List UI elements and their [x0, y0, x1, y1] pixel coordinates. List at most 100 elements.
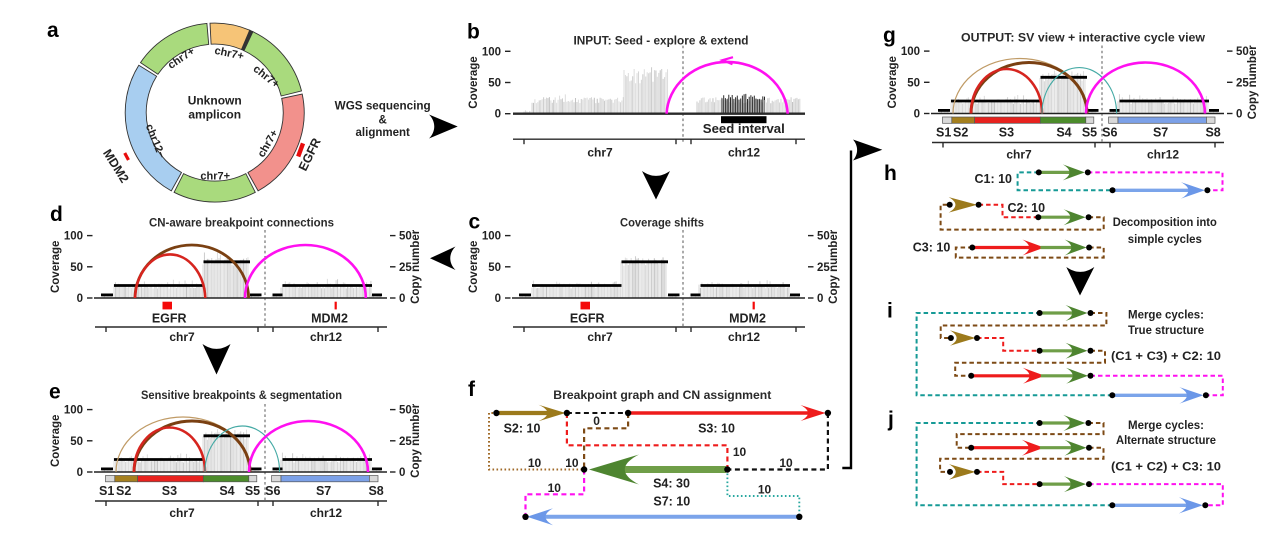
- svg-text:25: 25: [399, 262, 412, 274]
- svg-text:10: 10: [733, 445, 747, 459]
- svg-text:Copy number: Copy number: [410, 403, 422, 478]
- svg-text:10: 10: [565, 456, 579, 470]
- svg-text:S5: S5: [245, 484, 260, 498]
- svg-text:50: 50: [399, 405, 412, 417]
- svg-text:MDM2: MDM2: [729, 312, 766, 326]
- svg-text:0: 0: [399, 467, 405, 479]
- svg-text:S6: S6: [1102, 126, 1117, 140]
- svg-text:Copy number: Copy number: [410, 229, 422, 304]
- svg-text:EGFR: EGFR: [152, 312, 187, 326]
- svg-text:S4: S4: [1056, 126, 1071, 140]
- svg-text:OUTPUT: SV view + interactive: OUTPUT: SV view + interactive cycle view: [961, 33, 1205, 45]
- svg-text:S4: 30: S4: 30: [653, 477, 690, 491]
- svg-text:&: &: [379, 115, 387, 127]
- svg-text:S4: S4: [219, 484, 234, 498]
- svg-text:chr12: chr12: [728, 146, 760, 160]
- svg-text:chr7: chr7: [169, 506, 195, 520]
- svg-text:simple cycles: simple cycles: [1128, 232, 1202, 246]
- svg-text:c: c: [469, 211, 481, 234]
- svg-text:0: 0: [593, 414, 600, 428]
- svg-text:S8: S8: [368, 484, 383, 498]
- svg-text:0: 0: [77, 467, 83, 479]
- svg-text:Merge cycles:: Merge cycles:: [1128, 308, 1204, 322]
- svg-text:S8: S8: [1205, 126, 1220, 140]
- svg-text:EGFR: EGFR: [570, 312, 605, 326]
- svg-text:100: 100: [64, 405, 83, 417]
- svg-text:S7: S7: [1153, 126, 1168, 140]
- svg-text:50: 50: [70, 262, 83, 274]
- svg-text:Decomposition into: Decomposition into: [1113, 215, 1217, 229]
- svg-text:50: 50: [817, 231, 830, 243]
- svg-text:e: e: [49, 381, 61, 404]
- svg-text:10: 10: [758, 483, 772, 497]
- svg-text:amplicon: amplicon: [188, 108, 241, 122]
- svg-text:C2: 10: C2: 10: [1008, 201, 1046, 215]
- svg-text:S2: S2: [953, 126, 968, 140]
- svg-text:S2: 10: S2: 10: [504, 422, 541, 436]
- svg-text:(C1 + C3) + C2: 10: (C1 + C3) + C2: 10: [1111, 349, 1221, 363]
- svg-text:0: 0: [77, 293, 83, 305]
- svg-text:50: 50: [488, 78, 501, 90]
- svg-text:Coverage: Coverage: [50, 241, 62, 293]
- svg-text:chr7: chr7: [587, 146, 613, 160]
- svg-text:Breakpoint graph and CN assign: Breakpoint graph and CN assignment: [553, 390, 771, 402]
- svg-text:S5: S5: [1082, 126, 1097, 140]
- svg-text:chr12: chr12: [310, 506, 342, 520]
- svg-text:Coverage: Coverage: [50, 415, 62, 467]
- svg-text:alignment: alignment: [356, 127, 410, 139]
- svg-text:Coverage: Coverage: [887, 56, 899, 108]
- svg-text:50: 50: [907, 77, 920, 89]
- svg-text:Copy number: Copy number: [828, 229, 840, 304]
- svg-text:100: 100: [901, 46, 920, 58]
- svg-text:WGS sequencing: WGS sequencing: [335, 101, 431, 113]
- svg-text:0: 0: [1236, 109, 1242, 121]
- svg-text:Coverage: Coverage: [468, 56, 480, 108]
- svg-text:Merge cycles:: Merge cycles:: [1128, 418, 1204, 432]
- svg-text:Alternate structure: Alternate structure: [1116, 433, 1216, 447]
- svg-text:0: 0: [495, 293, 501, 305]
- svg-text:chr12: chr12: [728, 330, 760, 344]
- svg-text:50: 50: [70, 436, 83, 448]
- svg-text:S2: S2: [116, 484, 131, 498]
- svg-text:h: h: [884, 162, 897, 185]
- svg-text:50: 50: [399, 231, 412, 243]
- svg-text:CN-aware breakpoint connection: CN-aware breakpoint connections: [149, 218, 334, 230]
- svg-text:100: 100: [64, 231, 83, 243]
- svg-text:j: j: [887, 408, 894, 431]
- svg-text:chr12: chr12: [310, 330, 342, 344]
- svg-text:100: 100: [482, 46, 501, 58]
- svg-text:10: 10: [548, 481, 562, 495]
- svg-text:S3: S3: [162, 484, 177, 498]
- svg-text:50: 50: [488, 262, 501, 274]
- svg-text:g: g: [883, 24, 896, 47]
- svg-text:0: 0: [817, 293, 823, 305]
- svg-text:chr7: chr7: [169, 330, 195, 344]
- svg-text:S1: S1: [99, 484, 114, 498]
- svg-text:chr7: chr7: [1006, 148, 1032, 162]
- svg-text:0: 0: [399, 293, 405, 305]
- svg-text:f: f: [468, 378, 476, 401]
- svg-text:MDM2: MDM2: [311, 312, 348, 326]
- svg-text:100: 100: [482, 231, 501, 243]
- svg-text:C1: 10: C1: 10: [974, 172, 1012, 186]
- svg-text:i: i: [887, 300, 893, 323]
- svg-text:Coverage shifts: Coverage shifts: [620, 218, 704, 230]
- svg-text:True structure: True structure: [1128, 323, 1204, 337]
- svg-text:b: b: [467, 21, 480, 44]
- svg-text:chr7: chr7: [587, 330, 613, 344]
- svg-text:Coverage: Coverage: [468, 241, 480, 293]
- svg-text:10: 10: [528, 456, 542, 470]
- svg-text:S3: 10: S3: 10: [698, 422, 735, 436]
- svg-text:chr12: chr12: [1147, 148, 1179, 162]
- svg-text:INPUT: Seed - explore & extend: INPUT: Seed - explore & extend: [574, 36, 749, 48]
- svg-text:50: 50: [1236, 46, 1249, 58]
- svg-text:Copy number: Copy number: [1247, 45, 1259, 120]
- svg-text:10: 10: [779, 456, 793, 470]
- svg-text:Sensitive breakpoints & segmen: Sensitive breakpoints & segmentation: [141, 390, 342, 402]
- svg-text:a: a: [47, 19, 59, 42]
- svg-text:(C1 + C2) + C3: 10: (C1 + C2) + C3: 10: [1111, 460, 1221, 474]
- svg-text:S3: S3: [999, 126, 1014, 140]
- svg-text:S6: S6: [265, 484, 280, 498]
- svg-text:C3: 10: C3: 10: [913, 241, 951, 255]
- svg-text:chr7+: chr7+: [200, 171, 230, 183]
